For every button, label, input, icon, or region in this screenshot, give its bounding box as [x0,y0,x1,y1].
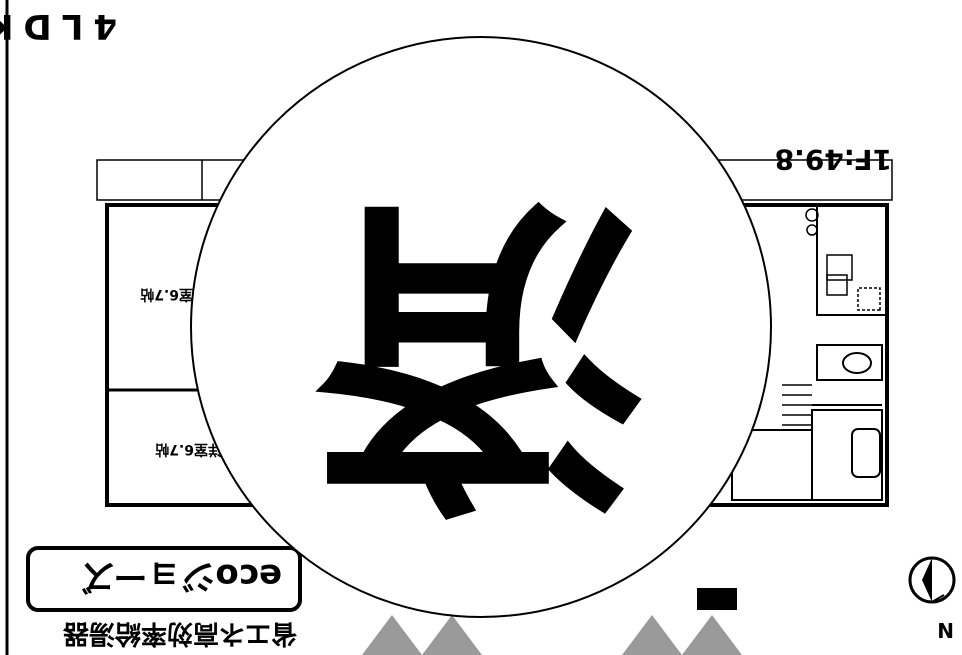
room-label-bedroom-lower: 洋室6.7帖 [155,441,222,458]
sold-stamp: 済 [190,36,772,618]
room-label-bedroom-upper: 洋室6.7帖 [140,286,207,303]
shaded-banner [362,588,742,655]
compass-label: N [937,618,954,642]
layout-label: 4LDK [0,6,117,46]
sold-stamp-glyph: 済 [311,157,646,541]
eco-logo-caption: 省エネ高効率給湯器 [62,618,298,649]
eco-logo: ecoジョーズ 省エネ高効率給湯器 [26,546,302,649]
compass-icon [908,556,956,604]
eco-logo-brand: ecoジョーズ [81,556,282,596]
